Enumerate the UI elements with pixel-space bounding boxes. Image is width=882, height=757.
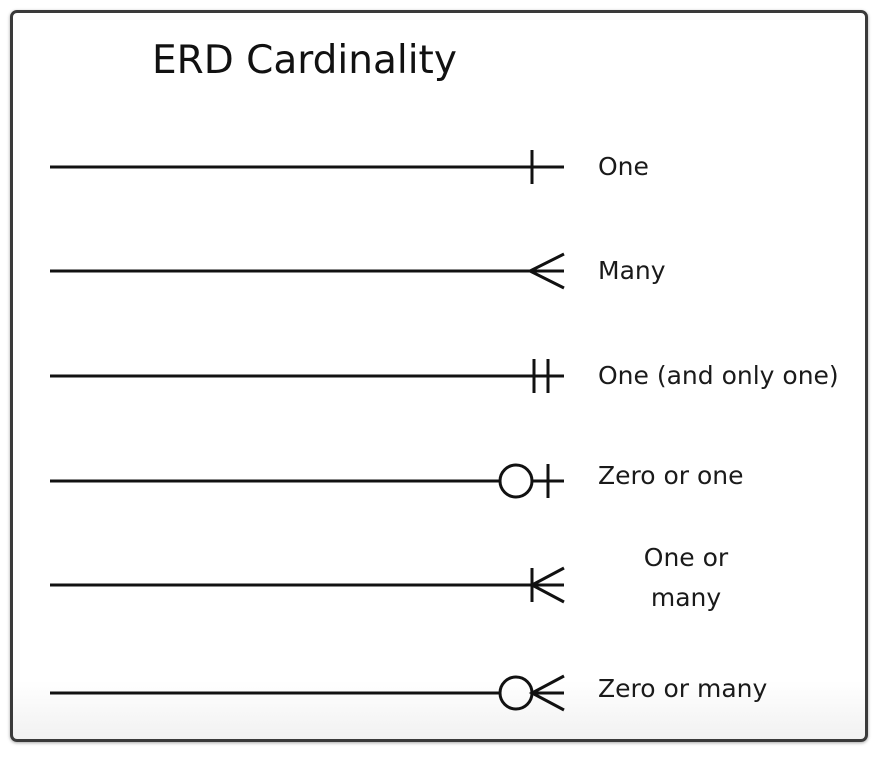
bar-crows-foot-icon — [528, 566, 565, 604]
crows-foot-icon — [526, 252, 565, 290]
label-one: One — [598, 152, 649, 181]
label-zero-or-one: Zero or one — [598, 461, 744, 490]
circle-crows-foot-icon — [498, 674, 565, 712]
label-one-or-many: One or many — [616, 538, 756, 618]
row-one-or-many-connector — [50, 566, 565, 604]
row-one-and-only-one-connector — [50, 359, 564, 393]
diagram-title: ERD Cardinality — [152, 38, 457, 83]
label-one-or-many-line-2: many — [650, 583, 722, 612]
label-one-or-many-line-1: One or — [643, 543, 729, 572]
row-many-connector — [50, 252, 565, 290]
label-many: Many — [598, 256, 666, 285]
double-bar-icon — [532, 359, 550, 393]
circle-bar-icon — [498, 463, 564, 499]
row-one-connector — [50, 150, 564, 184]
label-zero-or-many: Zero or many — [598, 674, 768, 703]
row-zero-or-many-connector — [50, 674, 565, 712]
row-zero-or-one-connector — [50, 463, 564, 499]
label-one-and-only-one: One (and only one) — [598, 361, 839, 390]
